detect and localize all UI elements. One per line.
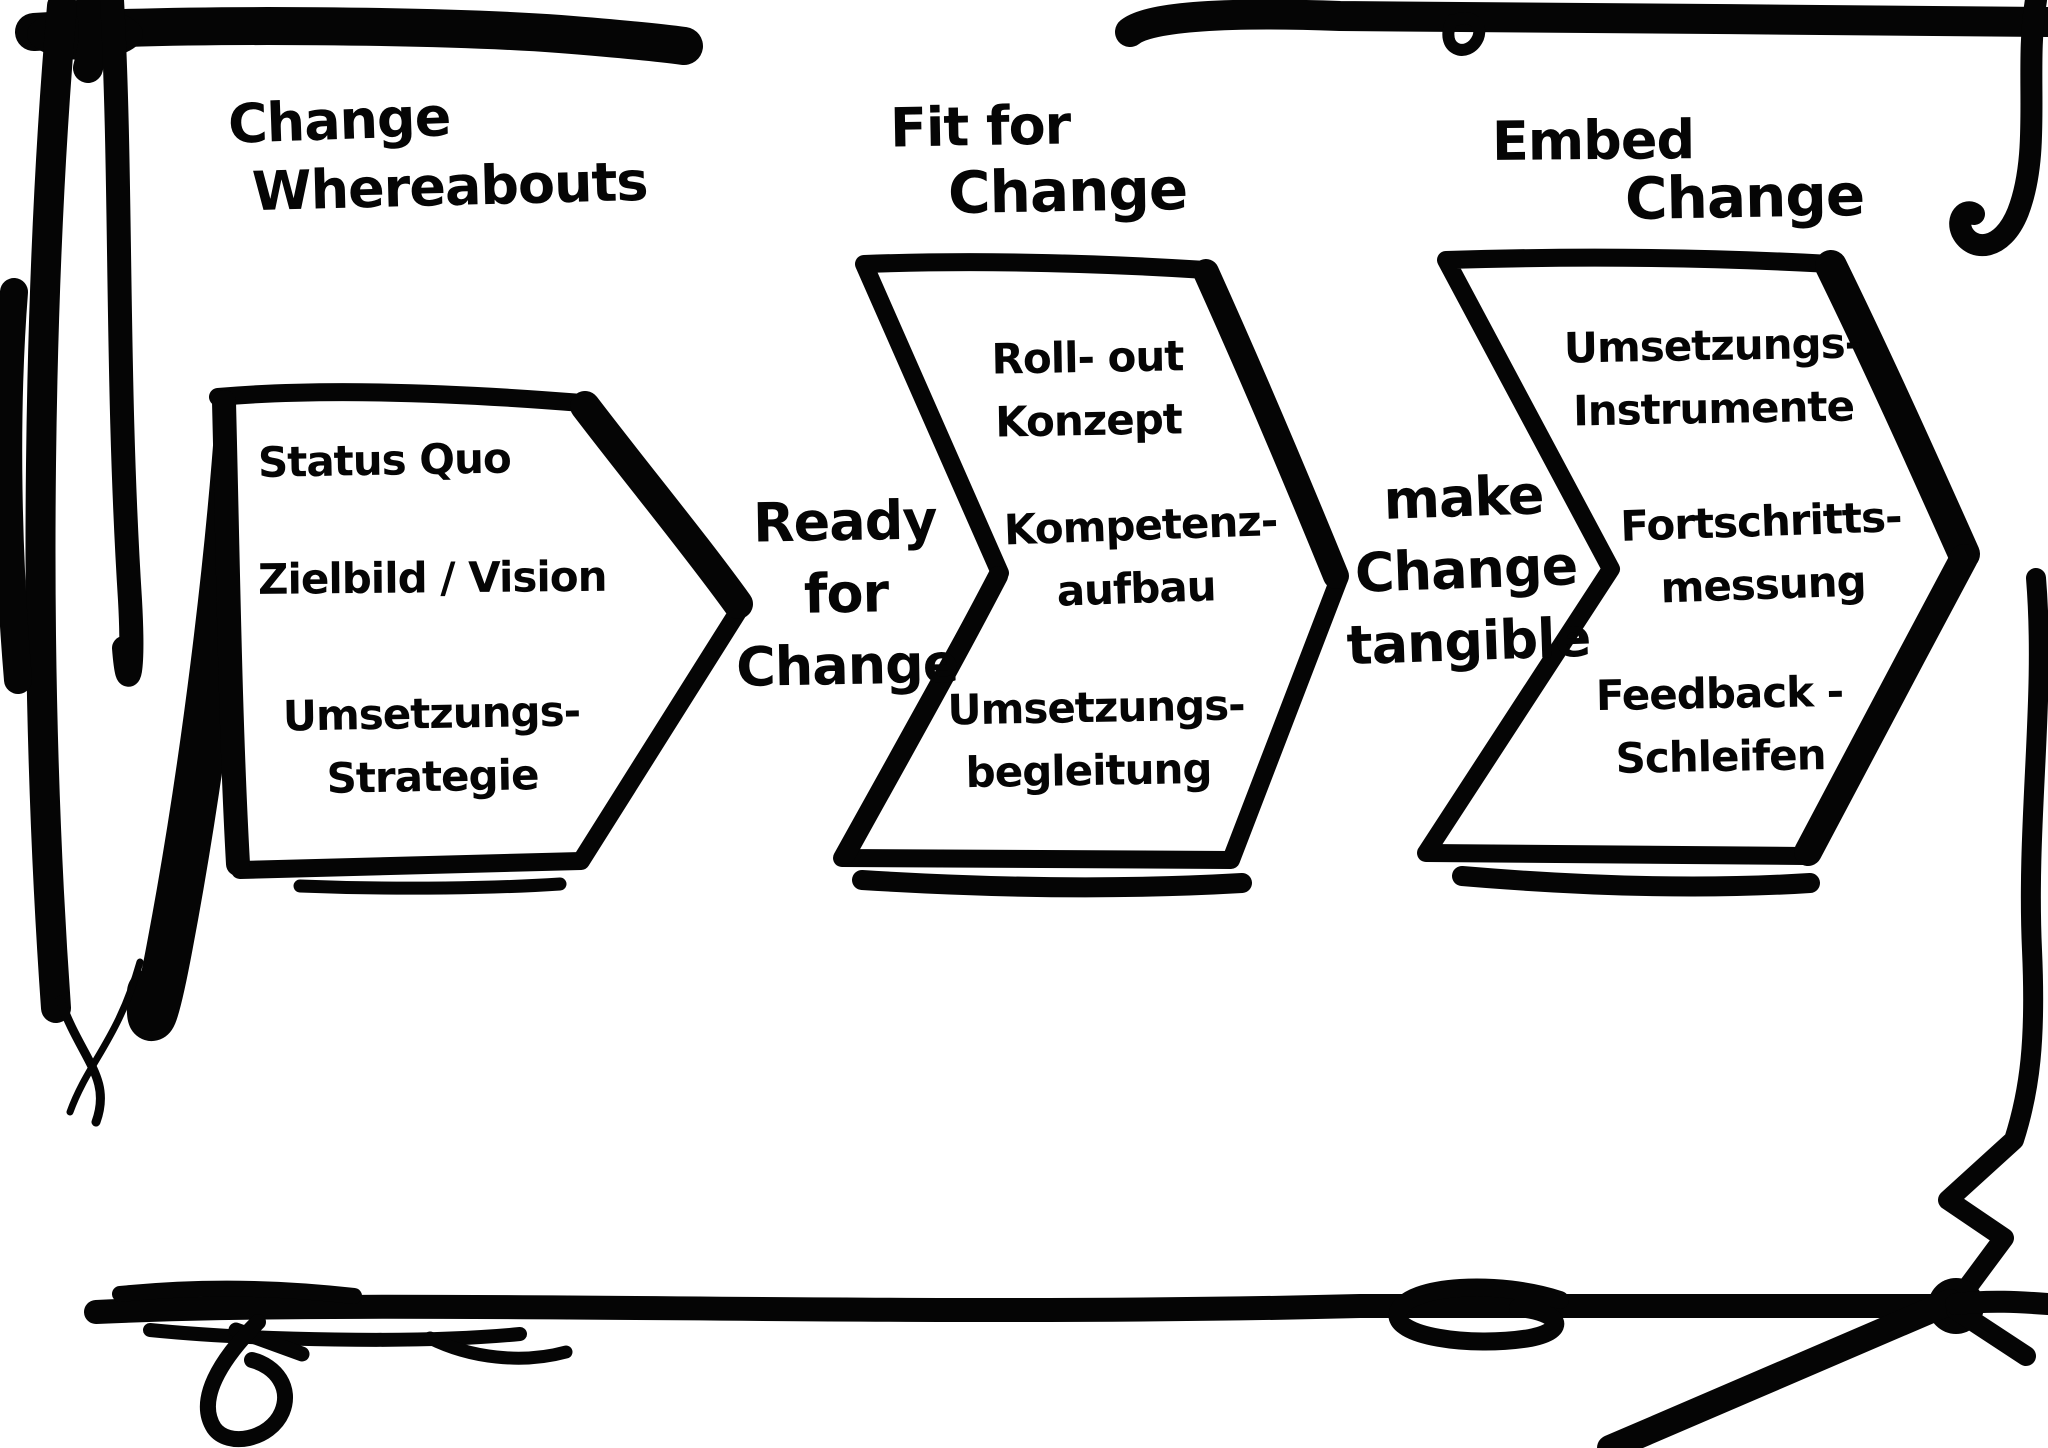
phase-1-item-status-quo: Status Quo <box>257 433 512 487</box>
chevron-2-right-overdraw <box>1193 259 1349 589</box>
frame-bottom-tick-2 <box>423 1331 573 1365</box>
phase-2-title-line-2: Change <box>947 154 1188 228</box>
phase-2-item-rollout-konzept: Roll- out Konzept <box>991 331 1184 447</box>
frame-bottom-left-loop <box>199 1314 293 1448</box>
phase-3-title-line-2: Change <box>1624 160 1865 234</box>
chevron-3-shadow <box>1452 866 1820 897</box>
chevron-2-shadow <box>852 870 1252 898</box>
chevron-2 <box>833 253 1349 898</box>
phase-2-item-kompetenzaufbau: Kompetenz- aufbau <box>1003 496 1278 616</box>
frame-bottom-right-end <box>1945 1290 2048 1315</box>
chevron-3-right-lower-overdraw <box>1794 544 1978 866</box>
phase-3-item-umsetzungsinstrumente: Umsetzungs- Instrumente <box>1563 318 1862 436</box>
phase-1-item-umsetzungsstrategie: Umsetzungs- Strategie <box>282 686 581 803</box>
frame-bottom-double-lower <box>143 1323 527 1347</box>
frame-right-bottom-stroke <box>1938 568 2048 1310</box>
frame-right-top-stroke <box>1949 0 2047 257</box>
frame-left-stroke-outer <box>25 0 77 1023</box>
connector-ready-for-change: Ready for Change <box>735 488 959 699</box>
frame-left-edge-stroke <box>0 278 32 694</box>
phase-1-title-line-2: Whereabouts <box>251 149 649 224</box>
frame-bottom-double-upper <box>112 1280 362 1304</box>
frame-left-stroke-inner <box>100 0 144 687</box>
phase-2-title-line-1: Fit for <box>889 93 1071 160</box>
chevron-3-right-upper-overdraw <box>1815 250 1980 570</box>
chevron-1-right-overdraw <box>570 391 753 619</box>
chevron-1 <box>209 383 753 895</box>
chevron-2-notch-overdraw <box>836 566 1008 864</box>
frame-bottom-right-stub <box>1946 1300 2036 1366</box>
phase-1-item-zielbild-vision: Zielbild / Vision <box>257 551 607 604</box>
phase-1-title-line-1: Change <box>226 85 452 156</box>
frame-top-right-stroke <box>1115 0 2048 47</box>
connector-make-change-tangible: make Change tangible <box>1345 463 1592 677</box>
chevron-1-shadow <box>293 877 567 895</box>
phase-3-item-feedbackschleifen: Feedback - Schleifen <box>1595 666 1844 783</box>
frame-bottom-right-diagonal <box>1597 1289 1963 1448</box>
frame-bottom-knot <box>1388 1278 1569 1351</box>
phase-2-item-umsetzungsbegleitung: Umsetzungs- begleitung <box>947 680 1246 798</box>
phase-3-item-fortschrittsmessung: Fortschritts- messung <box>1619 492 1903 613</box>
frame-top-right-curl <box>1442 12 1486 56</box>
frame-bottom-stroke <box>84 1294 1962 1324</box>
frame-top-left-tick <box>73 0 109 83</box>
frame-top-left-stroke <box>15 7 703 65</box>
frame-left-tail-2 <box>66 958 144 1116</box>
chevron-1-left-overdraw <box>212 390 250 876</box>
chevron-3 <box>1417 248 1980 897</box>
